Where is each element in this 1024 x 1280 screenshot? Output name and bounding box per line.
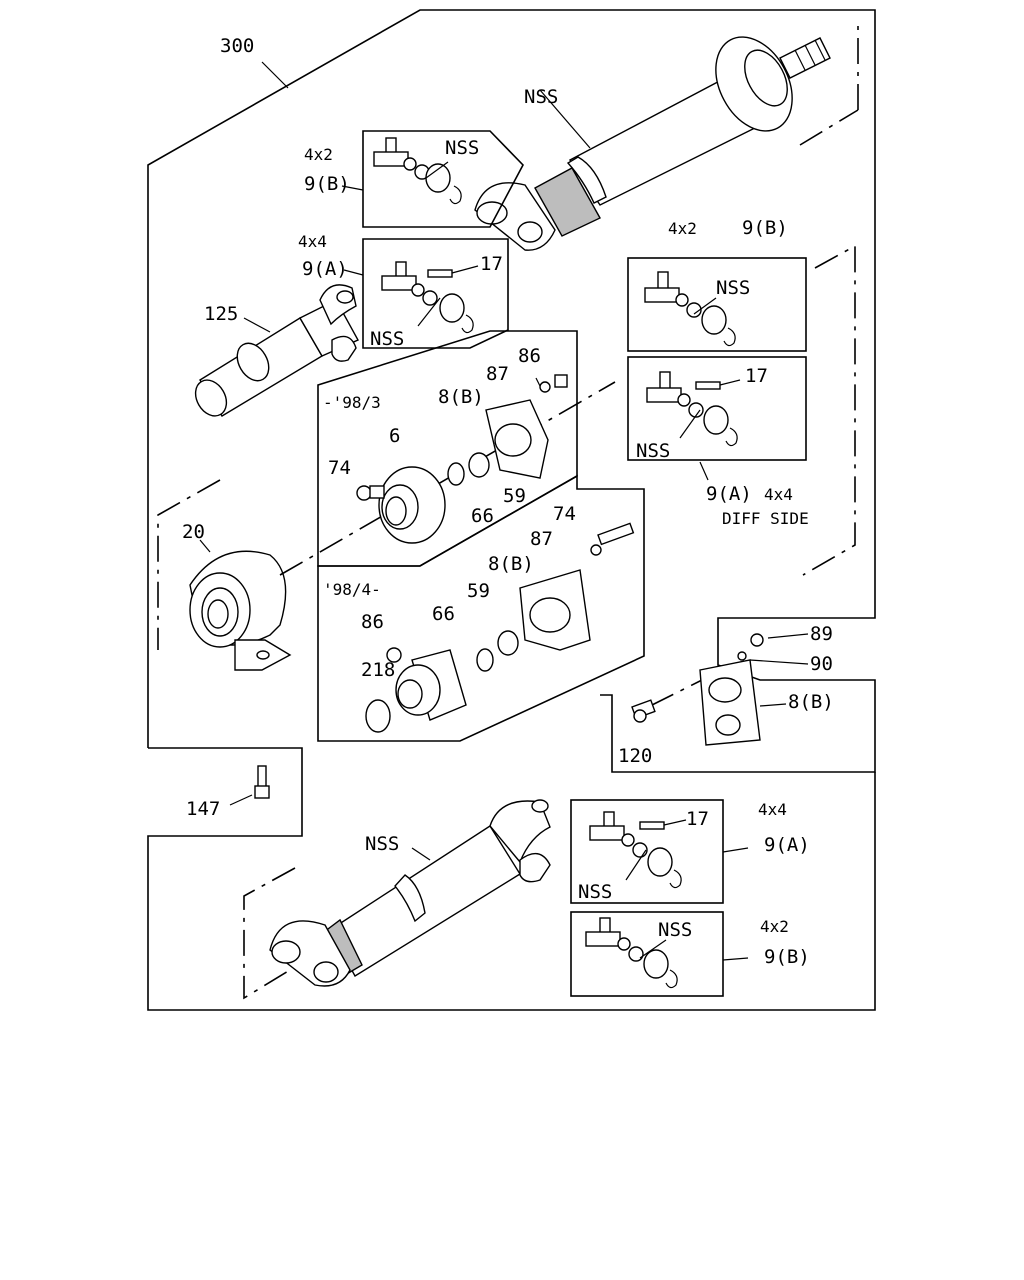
- ujoint-box-4x2-bottom: [570, 911, 749, 997]
- label-period-late: '98/4-: [323, 580, 381, 599]
- label-9b-top: 9(B): [304, 173, 350, 195]
- label-nss-box-right-4x4: NSS: [636, 440, 670, 462]
- label-86-upper: 86: [518, 345, 541, 367]
- label-17-upper: 17: [480, 253, 503, 275]
- break-line-top: [799, 109, 859, 146]
- flange-assembly-late: [317, 474, 645, 742]
- label-89: 89: [810, 623, 833, 645]
- label-4x2-top: 4x2: [304, 145, 333, 164]
- leader-nss-top: [539, 89, 591, 149]
- ujoint-box-4x4-upper: [343, 238, 509, 349]
- label-8b-lower: 8(B): [488, 553, 534, 575]
- label-59-upper: 59: [503, 485, 526, 507]
- ujoint-box-top: [341, 130, 524, 228]
- leader-nss-bottom: [411, 847, 431, 861]
- label-74-upper: 74: [328, 457, 351, 479]
- label-86-lower: 86: [361, 611, 384, 633]
- label-218: 218: [361, 659, 395, 681]
- label-9a-bottom: 9(A): [764, 834, 810, 856]
- label-9a-right: 9(A): [706, 483, 752, 505]
- label-4x2-bottom: 4x2: [760, 917, 789, 936]
- label-20: 20: [182, 521, 205, 543]
- rear-flange-group: [631, 633, 809, 746]
- label-17-right: 17: [745, 365, 768, 387]
- label-66-lower: 66: [432, 603, 455, 625]
- label-nss-box-top: NSS: [445, 137, 479, 159]
- label-120: 120: [618, 745, 652, 767]
- ujoint-box-4x4-right: [627, 356, 807, 481]
- label-4x2-right: 4x2: [668, 219, 697, 238]
- label-74-lower: 74: [553, 503, 576, 525]
- bolt-147: [229, 765, 270, 806]
- label-9b-bottom: 9(B): [764, 946, 810, 968]
- rear-propeller-shaft: [243, 799, 551, 1000]
- leader-125: [243, 317, 271, 333]
- label-6: 6: [389, 425, 400, 447]
- label-nss-box-upper: NSS: [370, 328, 404, 350]
- label-nss-shaft-top: NSS: [524, 86, 558, 108]
- label-125: 125: [204, 303, 238, 325]
- label-4x4-bottom: 4x4: [758, 800, 787, 819]
- label-147: 147: [186, 798, 220, 820]
- label-nss-box-bottom-4x4: NSS: [578, 881, 612, 903]
- label-66-upper: 66: [471, 505, 494, 527]
- label-300: 300: [220, 35, 254, 57]
- slip-yoke-125: [194, 284, 359, 417]
- label-9b-right: 9(B): [742, 217, 788, 239]
- label-8b-rear: 8(B): [788, 691, 834, 713]
- label-87-lower: 87: [530, 528, 553, 550]
- assembly-outline: [147, 9, 876, 1011]
- ujoint-box-4x2-right: [627, 257, 807, 352]
- label-nss-shaft-bottom: NSS: [365, 833, 399, 855]
- flange-assembly-early: [279, 330, 616, 576]
- label-8b-upper: 8(B): [438, 386, 484, 408]
- label-59-lower: 59: [467, 580, 490, 602]
- label-diff-side: DIFF SIDE: [722, 509, 809, 528]
- break-line-right: [802, 244, 856, 576]
- label-87-upper: 87: [486, 363, 509, 385]
- label-4x4-upper: 4x4: [298, 232, 327, 251]
- ujoint-box-4x4-bottom: [570, 799, 749, 904]
- label-nss-box-bottom-4x2: NSS: [658, 919, 692, 941]
- label-90: 90: [810, 653, 833, 675]
- center-bearing-20: [157, 479, 292, 671]
- label-17-bottom: 17: [686, 808, 709, 830]
- label-period-early: -'98/3: [323, 393, 381, 412]
- leader-300: [261, 61, 289, 89]
- label-9a-upper: 9(A): [302, 258, 348, 280]
- label-4x4-right: 4x4: [764, 485, 793, 504]
- label-nss-box-right: NSS: [716, 277, 750, 299]
